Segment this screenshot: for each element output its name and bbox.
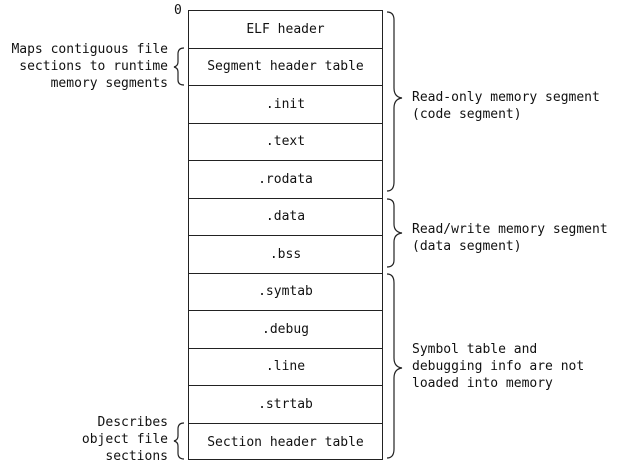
bss-section-cell: .bss: [189, 236, 382, 274]
init-section-cell: .init: [189, 86, 382, 124]
elf-header-cell: ELF header: [189, 11, 382, 49]
read-write-brace: [386, 198, 403, 268]
strtab-section-cell: .strtab: [189, 386, 382, 424]
not-loaded-brace: [386, 273, 403, 459]
read-only-brace: [386, 11, 403, 192]
segment-header-annotation: Maps contiguous file sections to runtime…: [11, 42, 168, 91]
line-section-cell: .line: [189, 349, 382, 386]
segment-header-brace: [173, 47, 185, 86]
section-header-table-cell: Section header table: [207, 434, 364, 450]
text-section-cell: .text: [189, 124, 382, 161]
elf-section-stack: ELF header Segment header table .init .t…: [188, 10, 383, 460]
not-loaded-annotation: Symbol table and debugging info are not …: [412, 342, 585, 391]
read-only-annotation: Read-only memory segment (code segment): [412, 90, 600, 122]
data-section-cell: .data: [189, 199, 382, 236]
symtab-section-cell: .symtab: [189, 274, 382, 311]
rodata-section-cell: .rodata: [189, 161, 382, 199]
segment-header-table-cell: Segment header table: [189, 49, 382, 86]
debug-section-cell: .debug: [189, 311, 382, 349]
read-write-annotation: Read/write memory segment (data segment): [412, 222, 608, 254]
section-header-annotation: Describes object file sections: [81, 415, 168, 464]
section-header-brace: [173, 422, 185, 460]
origin-offset-label: 0: [174, 3, 182, 18]
